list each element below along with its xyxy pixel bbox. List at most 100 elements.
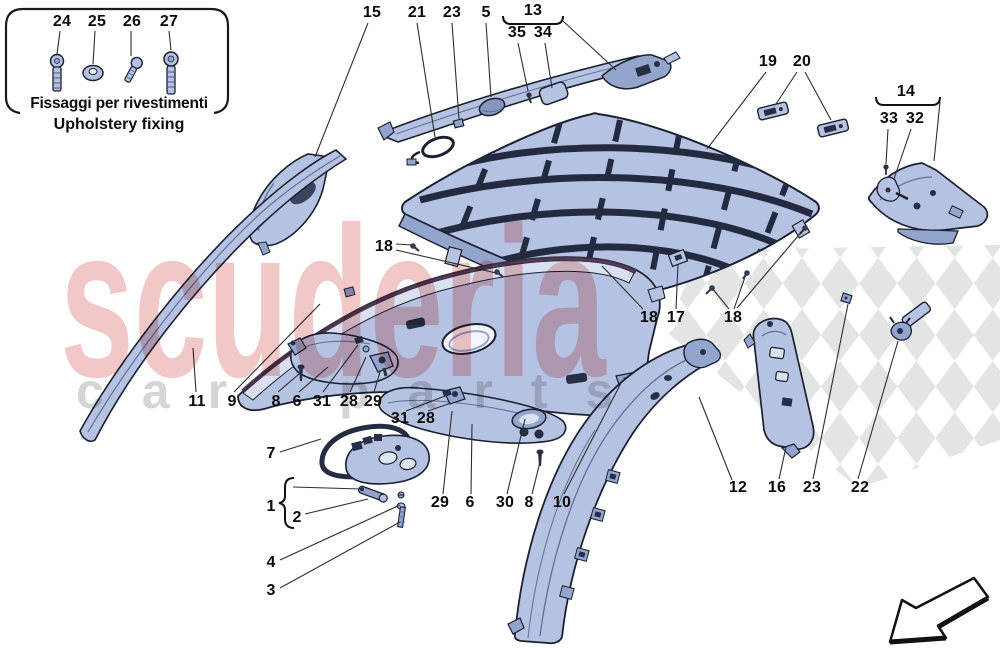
callout-6: 6: [292, 393, 302, 410]
leader-line-28: [427, 402, 452, 412]
part-b-pillar-trim-16: [743, 317, 815, 459]
leader-line-15: [314, 22, 369, 158]
part-bracket-19-20-left: [756, 101, 790, 121]
part-cap-5: [478, 97, 506, 117]
legend-fastener-screw-24: [49, 53, 65, 92]
callout-6: 6: [465, 494, 475, 511]
leader-line-6: [470, 423, 473, 495]
callout-34: 34: [533, 24, 553, 41]
callout-3: 3: [266, 582, 276, 599]
leader-line-6: [298, 366, 329, 393]
leader-line-23: [451, 22, 460, 120]
part-roof-rail-trim: [377, 51, 681, 143]
callout-28: 28: [416, 410, 436, 427]
leader-line-14: [933, 101, 941, 162]
legend-title-english: Upholstery fixing: [53, 116, 185, 133]
leader-line-29: [373, 371, 381, 393]
callout-31: 31: [312, 393, 332, 410]
callout-30: 30: [495, 494, 515, 511]
part-screw-8-left: [297, 364, 305, 381]
leader-line-32: [893, 128, 912, 180]
part-sun-visor-lh: [287, 332, 399, 385]
callout-20: 20: [792, 53, 812, 70]
callout-19: 19: [758, 53, 778, 70]
part-bracket-22: [889, 301, 932, 341]
leader-line-18: [601, 265, 644, 310]
part-bracket-19-20-right: [816, 118, 850, 138]
leader-line-8: [277, 373, 300, 393]
callout-15: 15: [362, 4, 382, 21]
leader-line-8: [531, 461, 541, 495]
legend-fastener-screw-26: [124, 56, 143, 83]
leader-line-16: [778, 446, 787, 480]
leader-line-13: [562, 20, 617, 71]
leader-line-34: [544, 42, 553, 89]
leader-line-31: [405, 395, 446, 412]
leader-line-19: [706, 71, 767, 150]
leader-line-24: [56, 30, 61, 55]
part-screw-4: [397, 491, 405, 499]
callout-13: 13: [523, 2, 543, 19]
leader-line-18: [736, 228, 805, 309]
legend-box: [4, 7, 230, 115]
leader-line-9: [233, 303, 321, 393]
leader-line-17: [675, 263, 679, 310]
part-c-pillar-trim-14: [867, 162, 989, 245]
callout-22: 22: [850, 479, 870, 496]
part-hook-ring-21: [406, 135, 455, 166]
callout-8: 8: [271, 393, 281, 410]
leader-line-31: [322, 344, 359, 393]
callout-9: 9: [227, 393, 237, 410]
callout-18: 18: [723, 309, 743, 326]
callout-26: 26: [122, 13, 142, 30]
callout-35: 35: [507, 24, 527, 41]
callout-33: 33: [879, 110, 899, 127]
leader-line-27: [168, 30, 172, 51]
part-clip-23-lower: [840, 292, 853, 305]
part-screw-35: [526, 92, 532, 104]
callout-11: 11: [188, 393, 206, 410]
callout-29: 29: [363, 393, 383, 410]
leader-line-3: [279, 521, 401, 589]
part-bracket-32: [876, 176, 909, 202]
callout-1: 1: [266, 498, 276, 515]
direction-arrow-icon[interactable]: [888, 576, 990, 645]
callout-7: 7: [266, 445, 276, 462]
leader-line-21: [416, 22, 436, 138]
leader-line-2: [304, 498, 369, 515]
part-pad-34: [538, 81, 569, 106]
callout-31: 31: [390, 410, 410, 427]
legend-title-italian: Fissaggi per rivestimenti: [30, 95, 208, 112]
callout-4: 4: [266, 554, 276, 571]
leader-line-1: [292, 486, 362, 490]
leader-line-12: [698, 396, 733, 481]
leader-line-18: [733, 273, 747, 310]
leader-line-29: [442, 410, 453, 495]
leader-line-11: [192, 347, 197, 393]
part-map-light-console: [345, 434, 430, 485]
callout-2: 2: [292, 509, 302, 526]
callout-8: 8: [524, 494, 534, 511]
part-sun-visor-rh: [378, 386, 567, 444]
callout-21: 21: [407, 4, 427, 21]
leader-line-30: [506, 418, 526, 495]
group-brace-1: [278, 477, 295, 529]
callout-28: 28: [339, 393, 359, 410]
callout-23: 23: [802, 479, 822, 496]
leader-line-5: [485, 22, 492, 98]
leader-line-18: [395, 243, 413, 246]
callout-12: 12: [728, 479, 748, 496]
callout-10: 10: [552, 494, 572, 511]
leader-line-22: [857, 340, 899, 480]
leader-line-25: [92, 30, 96, 65]
part-a-pillar-garnish-11: [79, 149, 348, 443]
callout-16: 16: [767, 479, 787, 496]
leader-line-20: [804, 71, 832, 121]
callout-27: 27: [159, 13, 179, 30]
callout-25: 25: [87, 13, 107, 30]
callout-29: 29: [430, 494, 450, 511]
callout-18: 18: [639, 309, 659, 326]
